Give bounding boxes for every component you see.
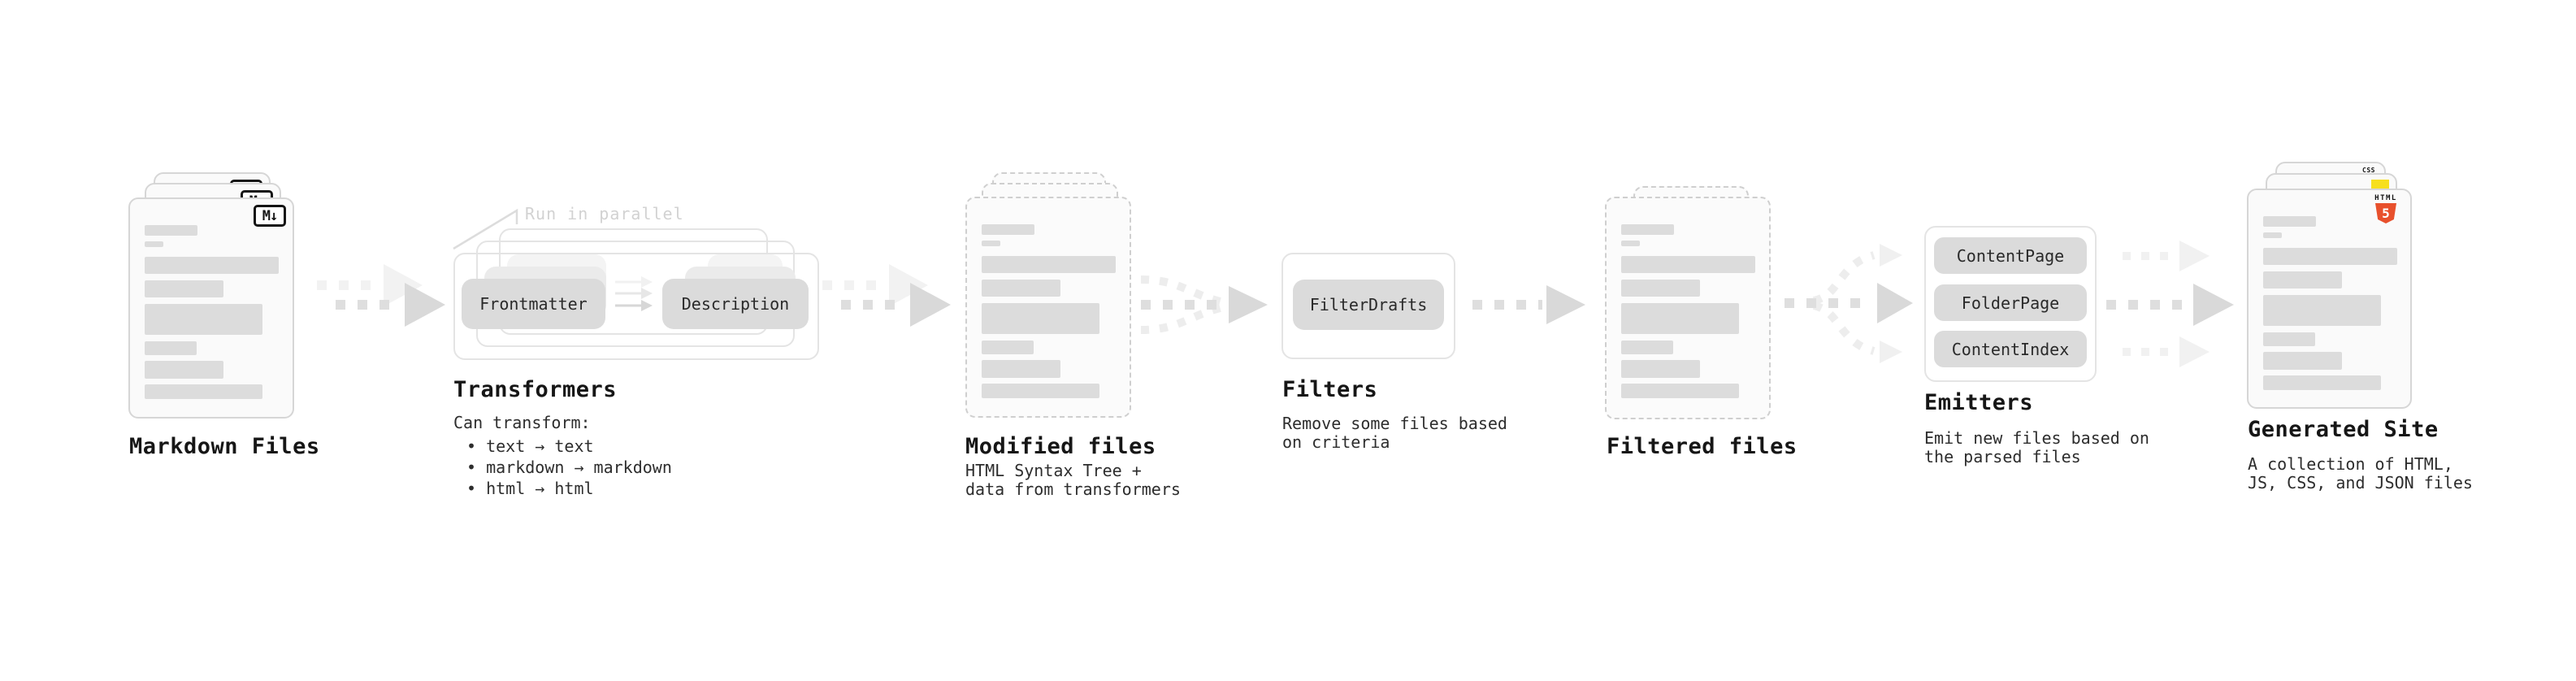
parallel-run-arrows-icon: [615, 276, 653, 311]
text-line-placeholder: [145, 304, 262, 335]
run-in-parallel-note: Run in parallel: [525, 204, 684, 223]
text-line-placeholder: [982, 360, 1060, 378]
text-line-placeholder: [145, 361, 223, 379]
filters-label: Filters: [1282, 377, 1378, 402]
js-icon: [2371, 180, 2389, 190]
generated-html-file-card: HTML 5: [2247, 189, 2412, 409]
filters-description: Remove some files based on criteria: [1282, 414, 1507, 452]
filters-box: [1281, 253, 1455, 359]
emitters-description: Emit new files based on the parsed files: [1924, 429, 2149, 466]
emitters-box: [1924, 226, 2097, 382]
text-line-placeholder: [1621, 384, 1739, 398]
description-line: Emit new files based on: [1924, 428, 2149, 448]
generated-site-description: A collection of HTML, JS, CSS, and JSON …: [2248, 455, 2473, 492]
arrow-modified-to-filters-icon: [1140, 275, 1268, 334]
emitters-label: Emitters: [1924, 390, 2034, 415]
folder-page-node: FolderPage: [1934, 284, 2087, 321]
transformer-run-box-front: [453, 253, 819, 360]
text-line-placeholder: [982, 280, 1060, 297]
description-line: A collection of HTML,: [2248, 454, 2453, 474]
description-line: Remove some files based: [1282, 414, 1507, 433]
markdown-files-label: Markdown Files: [129, 434, 320, 459]
filtered-file-card-front: [1605, 197, 1771, 419]
text-line-placeholder: [145, 241, 163, 247]
modified-files-description: HTML Syntax Tree + data from transformer…: [965, 462, 1181, 499]
text-line-placeholder: [145, 225, 197, 236]
transform-bullet: • markdown → markdown: [466, 458, 672, 477]
text-line-placeholder: [2263, 271, 2342, 288]
text-line-placeholder: [982, 224, 1034, 235]
text-line-placeholder: [145, 257, 279, 274]
transform-bullet: • text → text: [466, 436, 594, 456]
arrow-filters-to-filtered-icon: [1472, 285, 1585, 324]
html5-shield-icon: 5: [2375, 203, 2396, 223]
text-line-placeholder: [982, 256, 1116, 273]
arrow-transformers-to-modified-ghost-icon: [822, 264, 928, 306]
description-line: the parsed files: [1924, 447, 2081, 466]
text-line-placeholder: [2263, 332, 2315, 346]
text-line-placeholder: [982, 340, 1034, 354]
markdown-file-card-front: M↓: [128, 197, 294, 419]
text-line-placeholder: [982, 241, 1000, 246]
description-line: HTML Syntax Tree +: [965, 461, 1142, 480]
markdown-icon: M↓: [254, 205, 286, 227]
text-line-placeholder: [145, 341, 197, 355]
html5-icon-label: HTML: [2374, 194, 2397, 202]
arrow-markdown-to-transformers-ghost-icon: [317, 264, 423, 306]
run-in-parallel-callout-line: [453, 208, 518, 250]
text-line-placeholder: [2263, 295, 2381, 326]
text-line-placeholder: [982, 303, 1099, 334]
text-line-placeholder: [145, 384, 262, 399]
text-line-placeholder: [1621, 224, 1674, 235]
modified-files-label: Modified files: [965, 434, 1156, 459]
text-line-placeholder: [1621, 256, 1755, 273]
arrow-markdown-to-transformers-icon: [336, 283, 445, 327]
description-node: Description: [662, 279, 809, 329]
html5-number: 5: [2382, 206, 2390, 221]
text-line-placeholder: [1621, 360, 1700, 378]
frontmatter-node: Frontmatter: [462, 279, 605, 329]
text-line-placeholder: [1621, 280, 1700, 297]
text-line-placeholder: [2263, 216, 2316, 227]
transformers-description: Can transform:: [453, 413, 591, 432]
transformers-label: Transformers: [453, 377, 618, 402]
filtered-files-label: Filtered files: [1607, 434, 1798, 459]
text-line-placeholder: [2263, 375, 2381, 390]
arrows-emitters-to-site-icon: [2106, 241, 2234, 367]
description-line: on criteria: [1282, 432, 1390, 452]
filter-drafts-node: FilterDrafts: [1293, 280, 1444, 330]
description-line: data from transformers: [965, 479, 1181, 499]
arrow-transformers-to-modified-icon: [841, 283, 951, 327]
text-line-placeholder: [982, 384, 1099, 398]
text-line-placeholder: [2263, 352, 2342, 370]
text-line-placeholder: [1621, 340, 1673, 354]
generated-site-label: Generated Site: [2248, 417, 2439, 442]
text-line-placeholder: [145, 280, 223, 297]
content-page-node: ContentPage: [1934, 237, 2087, 274]
arrow-filtered-to-emitters-icon: [1785, 244, 1913, 363]
text-line-placeholder: [1621, 241, 1640, 246]
content-index-node: ContentIndex: [1934, 331, 2087, 367]
transform-bullet: • html → html: [466, 479, 594, 498]
text-line-placeholder: [1621, 303, 1739, 334]
description-line: JS, CSS, and JSON files: [2248, 473, 2473, 492]
html5-icon: HTML 5: [2369, 194, 2403, 223]
css-icon-label: CSS: [2362, 167, 2375, 174]
text-line-placeholder: [2263, 248, 2397, 265]
modified-file-card-front: [965, 197, 1131, 418]
text-line-placeholder: [2263, 232, 2282, 238]
